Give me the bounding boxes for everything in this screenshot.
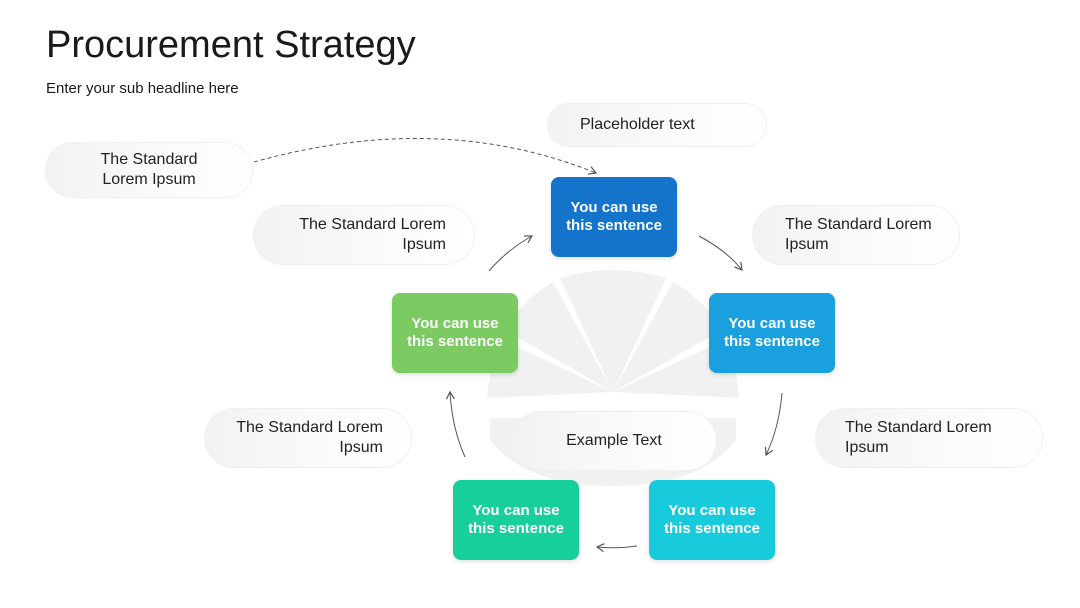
far-left-pill: The Standard Lorem Ipsum xyxy=(46,143,252,197)
placeholder-pill: Placeholder text xyxy=(548,104,766,146)
arrow-left-to-top xyxy=(488,235,534,272)
lower-left-pill: The Standard Lorem Ipsum xyxy=(205,409,411,467)
far-left-pill-text: The Standard Lorem Ipsum xyxy=(100,151,198,188)
box-bottom-right: You can use this sentence xyxy=(649,480,775,560)
arrow-bottom-right-to-bottom-left xyxy=(595,543,638,553)
box-bottom-left: You can use this sentence xyxy=(453,480,579,560)
arrow-right-to-bottom-right xyxy=(764,392,783,457)
placeholder-pill-text: Placeholder text xyxy=(580,116,695,133)
fan-segment xyxy=(613,340,739,398)
box-right: You can use this sentence xyxy=(709,293,835,373)
dashed-arrow xyxy=(253,138,598,175)
fan-segment xyxy=(613,282,722,392)
arrow-bottom-left-to-left xyxy=(445,390,466,458)
lower-right-pill: The Standard Lorem Ipsum xyxy=(816,409,1042,467)
center-pill: Example Text xyxy=(512,412,716,470)
lower-left-pill-text: The Standard Lorem Ipsum xyxy=(236,419,383,456)
fan-segment xyxy=(560,270,666,392)
lower-right-pill-text: The Standard Lorem Ipsum xyxy=(845,419,992,456)
upper-left-pill-text: The Standard Lorem Ipsum xyxy=(299,216,446,253)
center-pill-text: Example Text xyxy=(566,432,662,449)
upper-right-pill-text: The Standard Lorem Ipsum xyxy=(785,216,932,253)
page-subtitle: Enter your sub headline here xyxy=(46,80,239,97)
arrow-top-to-right xyxy=(698,235,743,271)
page-title: Procurement Strategy xyxy=(46,24,416,66)
box-top: You can use this sentence xyxy=(551,177,677,257)
fan-segment xyxy=(487,340,613,398)
upper-left-pill: The Standard Lorem Ipsum xyxy=(254,206,474,264)
fan-segment xyxy=(505,282,613,392)
box-left: You can use this sentence xyxy=(392,293,518,373)
upper-right-pill: The Standard Lorem Ipsum xyxy=(753,206,959,264)
